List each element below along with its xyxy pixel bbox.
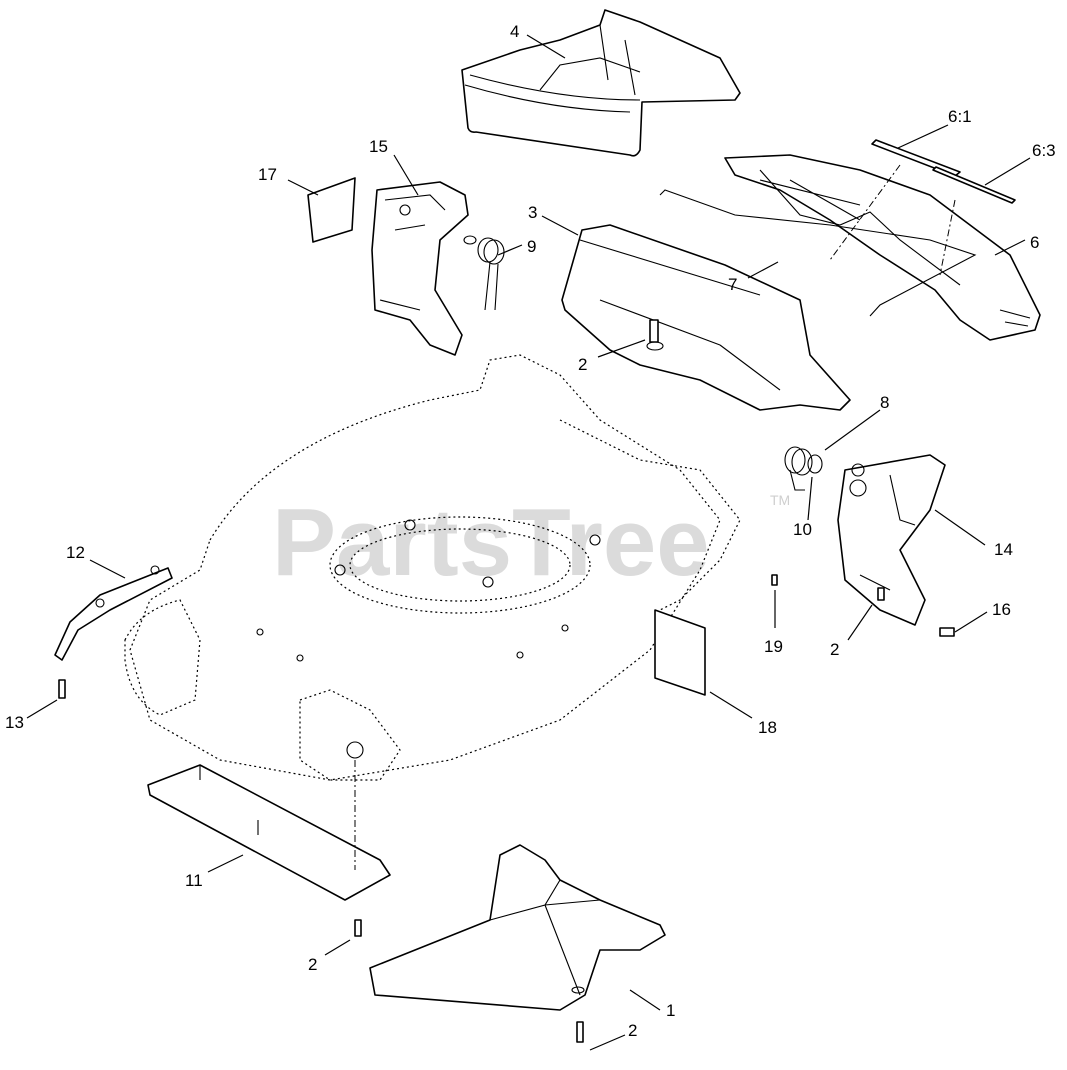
- part-6-deflector[interactable]: [724, 154, 1041, 341]
- watermark-tm: TM: [770, 492, 790, 508]
- callout-9: 9: [527, 237, 536, 256]
- callout-6: 6: [1030, 233, 1039, 252]
- callouts: 4 6:1 6:3 15 17 3 9 7 6 2 8 10 14 12 16 …: [5, 22, 1056, 1040]
- part-3-chute[interactable]: [561, 224, 851, 411]
- callout-2-d: 2: [628, 1021, 637, 1040]
- callout-16: 16: [992, 600, 1011, 619]
- part-4-rear-guard[interactable]: [461, 9, 741, 157]
- mower-deck[interactable]: [124, 354, 741, 781]
- callout-7: 7: [728, 275, 737, 294]
- part-17-plate[interactable]: [307, 177, 356, 243]
- callout-18: 18: [758, 718, 777, 737]
- leader-lines: [26, 34, 1031, 1051]
- watermark-text: PartsTree: [272, 489, 710, 596]
- callout-15: 15: [369, 137, 388, 156]
- part-12-side-strip[interactable]: [54, 565, 173, 661]
- callout-1: 1: [666, 1001, 675, 1020]
- part-15-left-bracket[interactable]: [371, 181, 469, 356]
- part-10-washer[interactable]: [807, 454, 823, 474]
- callout-19: 19: [764, 637, 783, 656]
- callout-10: 10: [793, 520, 812, 539]
- part-11-skid[interactable]: [147, 760, 391, 901]
- callout-12: 12: [66, 543, 85, 562]
- part-1-front-skirt[interactable]: [369, 844, 666, 1011]
- callout-8: 8: [880, 393, 889, 412]
- part-7-rod[interactable]: [659, 164, 977, 317]
- callout-2-b: 2: [830, 640, 839, 659]
- bolts: [58, 574, 955, 1043]
- callout-6-1: 6:1: [948, 107, 972, 126]
- callout-13: 13: [5, 713, 24, 732]
- part-6-1-strip[interactable]: [871, 139, 961, 177]
- callout-2-a: 2: [578, 355, 587, 374]
- part-14-right-bracket[interactable]: [837, 454, 946, 626]
- callout-2-c: 2: [308, 955, 317, 974]
- callout-14: 14: [994, 540, 1013, 559]
- callout-17: 17: [258, 165, 277, 184]
- callout-6-3: 6:3: [1032, 141, 1056, 160]
- part-8-spring[interactable]: [784, 446, 813, 491]
- callout-3: 3: [528, 203, 537, 222]
- watermark: PartsTree TM: [272, 489, 790, 596]
- part-9-spring[interactable]: [463, 235, 505, 311]
- part-6-3-strip[interactable]: [932, 166, 1016, 204]
- callout-11: 11: [185, 871, 203, 890]
- callout-4: 4: [510, 22, 519, 41]
- part-18-flap[interactable]: [654, 609, 706, 696]
